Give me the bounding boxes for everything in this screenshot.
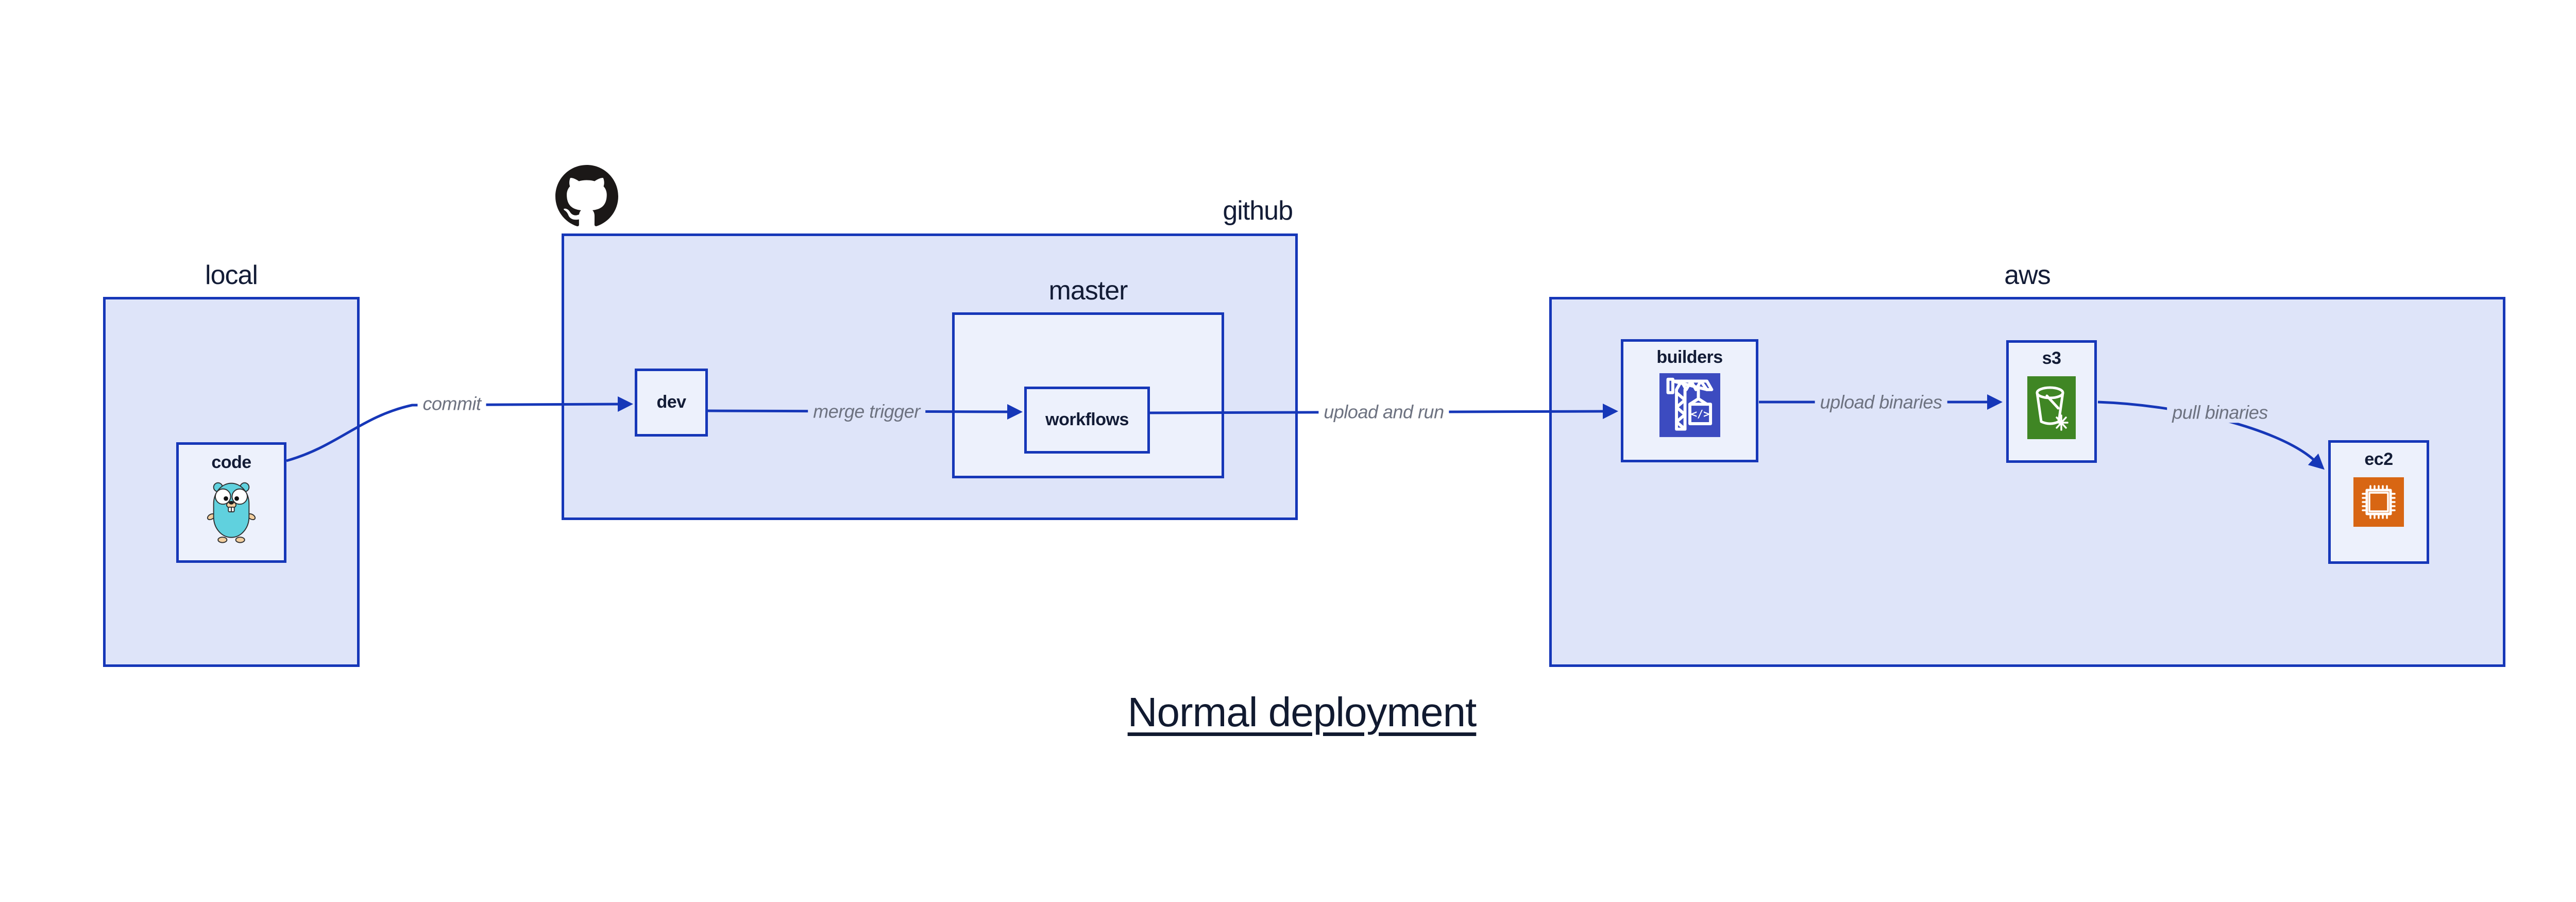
go-gopher-icon [207, 482, 256, 544]
edge-label-upload-binaries: upload binaries [1815, 391, 1947, 413]
local-container-label: local [205, 260, 258, 290]
edge-label-commit: commit [417, 393, 486, 414]
s3-glacier-bucket-icon [2027, 376, 2076, 440]
node-dev: dev [635, 369, 708, 437]
node-dev-label: dev [656, 392, 686, 412]
node-builders: builders </> [1621, 339, 1758, 462]
node-s3: s3 [2006, 340, 2097, 463]
edge-commit [286, 396, 633, 462]
edge-label-merge-trigger: merge trigger [808, 400, 925, 422]
node-s3-label: s3 [2042, 348, 2061, 368]
node-builders-label: builders [1656, 347, 1723, 367]
github-container-label: github [1223, 196, 1293, 226]
edge-label-upload-and-run: upload and run [1318, 401, 1449, 423]
codebuild-crane-icon: </> [1659, 373, 1720, 438]
edge-label-pull-binaries: pull binaries [2167, 402, 2273, 423]
github-octocat-icon [555, 165, 618, 226]
aws-container-label: aws [2004, 260, 2050, 290]
svg-text:</>: </> [1690, 408, 1709, 421]
node-ec2: ec2 [2328, 440, 2429, 564]
master-container-label: master [1048, 276, 1128, 306]
diagram-title: Normal deployment [1127, 689, 1477, 735]
node-workflows-label: workflows [1045, 410, 1129, 430]
node-code-label: code [211, 453, 251, 472]
ec2-chip-icon [2353, 477, 2404, 527]
node-code: code [176, 442, 286, 563]
node-ec2-label: ec2 [2364, 449, 2393, 469]
node-workflows: workflows [1024, 387, 1150, 454]
